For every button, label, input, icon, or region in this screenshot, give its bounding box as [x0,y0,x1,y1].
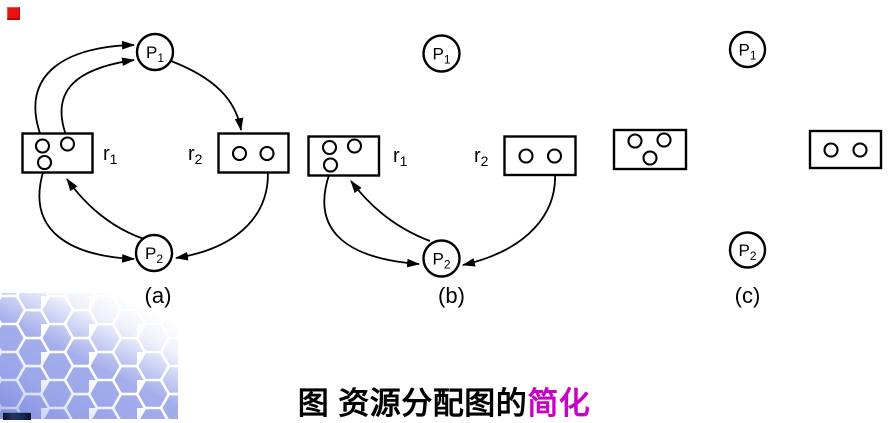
edge-p2-to-r1 [66,178,145,240]
process-node-p2 [422,239,461,278]
process-node-p2-label: P2 [145,244,163,266]
edge-p2-to-r1 [350,180,431,242]
resource-box-r2-label: r2 [188,143,203,167]
process-node-p2-label: P2 [432,250,450,272]
resource-box-r2 [503,135,577,177]
resource-unit-dot [36,154,53,171]
resource-unit-dot [823,142,839,158]
resource-unit-dot [852,142,868,158]
process-node-p2-label: P2 [738,241,756,263]
edge-r1-to-p1-inner [60,57,136,139]
honeycomb-decoration [0,293,178,419]
process-node-p1-label: P1 [738,41,756,63]
resource-unit-dot [231,145,248,162]
resource-unit-dot [59,136,76,152]
resource-box-r1-label: r1 [103,143,118,167]
resource-box-r2 [808,129,883,170]
figure-caption: 图 资源分配图的简化 [0,378,888,423]
resource-unit-dot [346,138,363,154]
diagram-c: P1 P2 (c) [612,30,883,308]
resource-unit-dot [518,148,534,164]
resource-allocation-graph-svg: P1 P2 r1 r2 (a) P1 r1 r2 P2 (b) [21,30,883,308]
resource-unit-dot [34,138,51,154]
diagram-a: P1 P2 r1 r2 (a) [21,32,290,308]
process-node-p1 [728,30,767,69]
diagram-b: P1 r1 r2 P2 (b) [307,34,577,308]
process-node-p1 [135,32,175,72]
edge-r2-to-p2 [174,160,269,261]
resource-unit-dot [546,148,563,164]
resource-unit-dot [259,145,275,162]
figure-caption-highlight: 简化 [527,386,591,421]
resource-box-r2 [217,132,290,174]
process-node-p2 [134,233,174,273]
resource-box-r2-label: r2 [474,145,489,169]
edge-r2-to-p2 [461,162,556,267]
process-node-p1-label: P1 [146,43,164,65]
resource-unit-dot [656,132,672,148]
subfigure-label-a: (a) [145,283,172,308]
resource-box-r1 [307,135,381,177]
corner-photo-fragment [3,412,31,420]
process-node-p1-label: P1 [432,45,450,67]
edge-r1-to-p2 [323,171,421,268]
resource-unit-dot [322,157,339,173]
process-node-p1 [422,34,461,73]
edge-r1-to-p1-outer [34,40,136,140]
subfigure-label-b: (b) [438,283,465,308]
process-node-p2 [728,231,767,269]
resource-unit-dot [627,133,643,149]
figure-caption-text: 图 资源分配图的 [297,386,528,421]
subfigure-label-c: (c) [735,283,761,308]
edge-p1-to-r2 [170,60,244,132]
resource-unit-dot [642,150,658,166]
edge-r1-to-p2 [38,168,136,263]
resource-box-r1 [21,132,94,174]
resource-box-r1-label: r1 [393,145,408,169]
red-corner-marker [7,7,20,20]
resource-unit-dot [321,139,338,156]
